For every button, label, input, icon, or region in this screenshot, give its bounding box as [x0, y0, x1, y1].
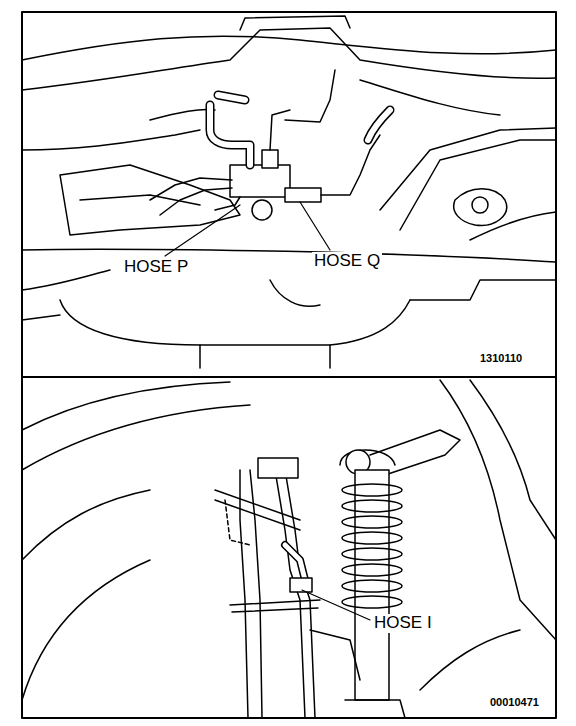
part-name: HOSE I [372, 614, 434, 633]
spring-coil [342, 564, 402, 576]
spring-coil [342, 500, 402, 512]
wheel-well [22, 380, 556, 700]
spring-coil [342, 580, 402, 592]
panel-divider [22, 376, 556, 378]
spring-coil [342, 516, 402, 528]
leader-line [165, 205, 240, 256]
figure-frame [22, 12, 556, 718]
leader-line [300, 202, 330, 250]
part-name: HOSE Q [312, 252, 382, 271]
leader-line [302, 590, 370, 620]
engine-underside [22, 16, 556, 368]
strut-assembly [310, 430, 460, 718]
hose-lines [215, 458, 320, 718]
part-name: HOSE P [122, 258, 190, 277]
spring-coil [342, 548, 402, 560]
spring-coil [342, 532, 402, 544]
coil-spring [342, 484, 402, 608]
figure-number: 1310110 [478, 352, 524, 364]
vsv-unit [150, 70, 390, 220]
figure-number: 00010471 [488, 696, 541, 708]
spring-coil [342, 484, 402, 496]
spring-coil [342, 596, 402, 608]
